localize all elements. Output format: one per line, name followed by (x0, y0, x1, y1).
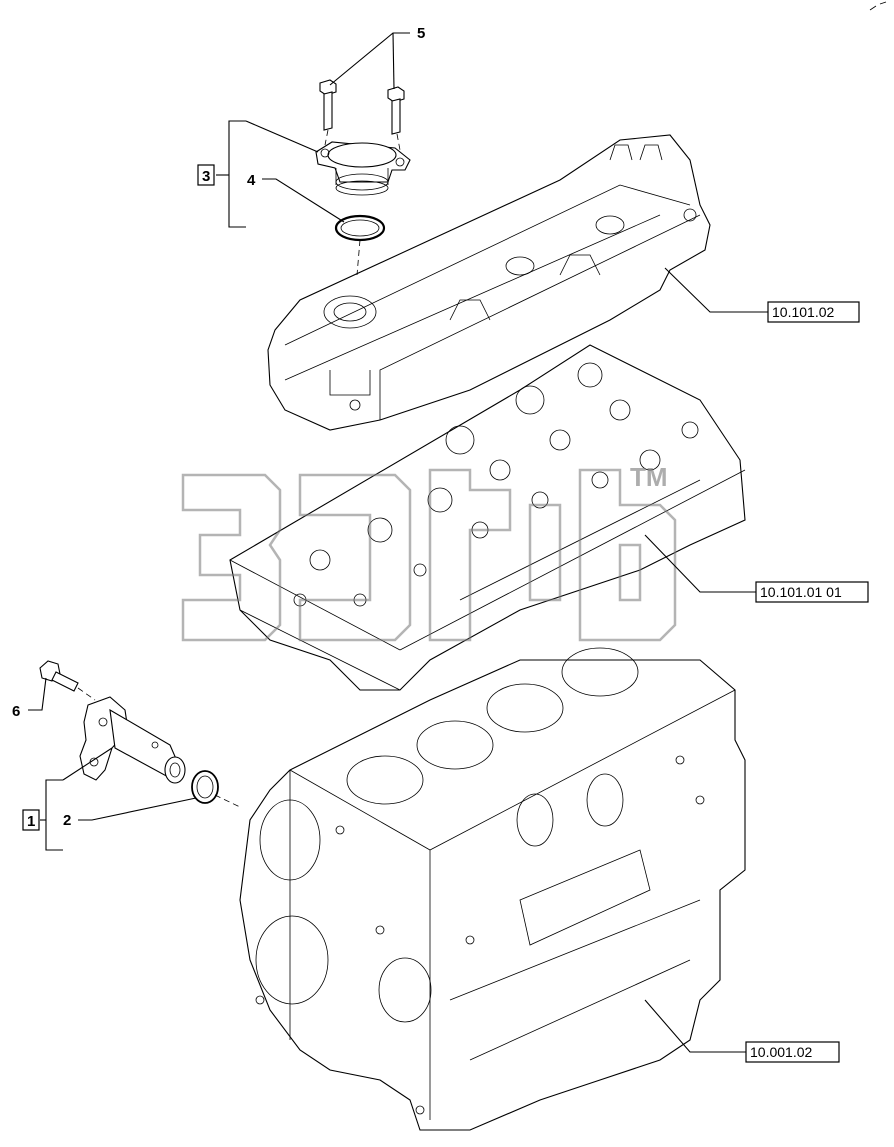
part-5-bolt-right (387, 86, 405, 135)
part-4-o-ring (334, 214, 386, 242)
part-2-washer (191, 770, 219, 804)
leader-lines (28, 32, 768, 1053)
callout-6: 6 (12, 703, 20, 720)
ref-box-engine-block[interactable] (745, 1041, 840, 1063)
callout-4: 4 (247, 172, 256, 189)
valve-cover-drawing (267, 134, 711, 431)
watermark-trademark: TM (630, 462, 668, 492)
ref-valve-cover[interactable]: 10.101.02 (772, 304, 834, 320)
callout-1: 1 (27, 813, 35, 830)
callout-5: 5 (417, 25, 425, 42)
callout-3: 3 (202, 168, 210, 185)
assembly-center-lines (77, 129, 401, 809)
part-3-cap (315, 141, 411, 196)
ref-engine-block[interactable]: 10.001.02 (750, 1044, 812, 1060)
engine-block-drawing (239, 647, 746, 1131)
part-1-tube-flange (79, 696, 186, 784)
callout-3-box (197, 164, 215, 186)
corner-mark (869, 1, 887, 11)
ref-box-cylinder-head[interactable] (755, 581, 869, 603)
callout-2: 2 (63, 812, 71, 829)
ref-box-valve-cover[interactable] (767, 301, 860, 323)
part-5-bolt-left (319, 79, 337, 131)
watermark-logo: TM (181, 462, 677, 642)
callout-1-box (22, 809, 40, 831)
part-6-bolt (39, 660, 79, 692)
ref-cylinder-head[interactable]: 10.101.01 01 (760, 584, 842, 600)
